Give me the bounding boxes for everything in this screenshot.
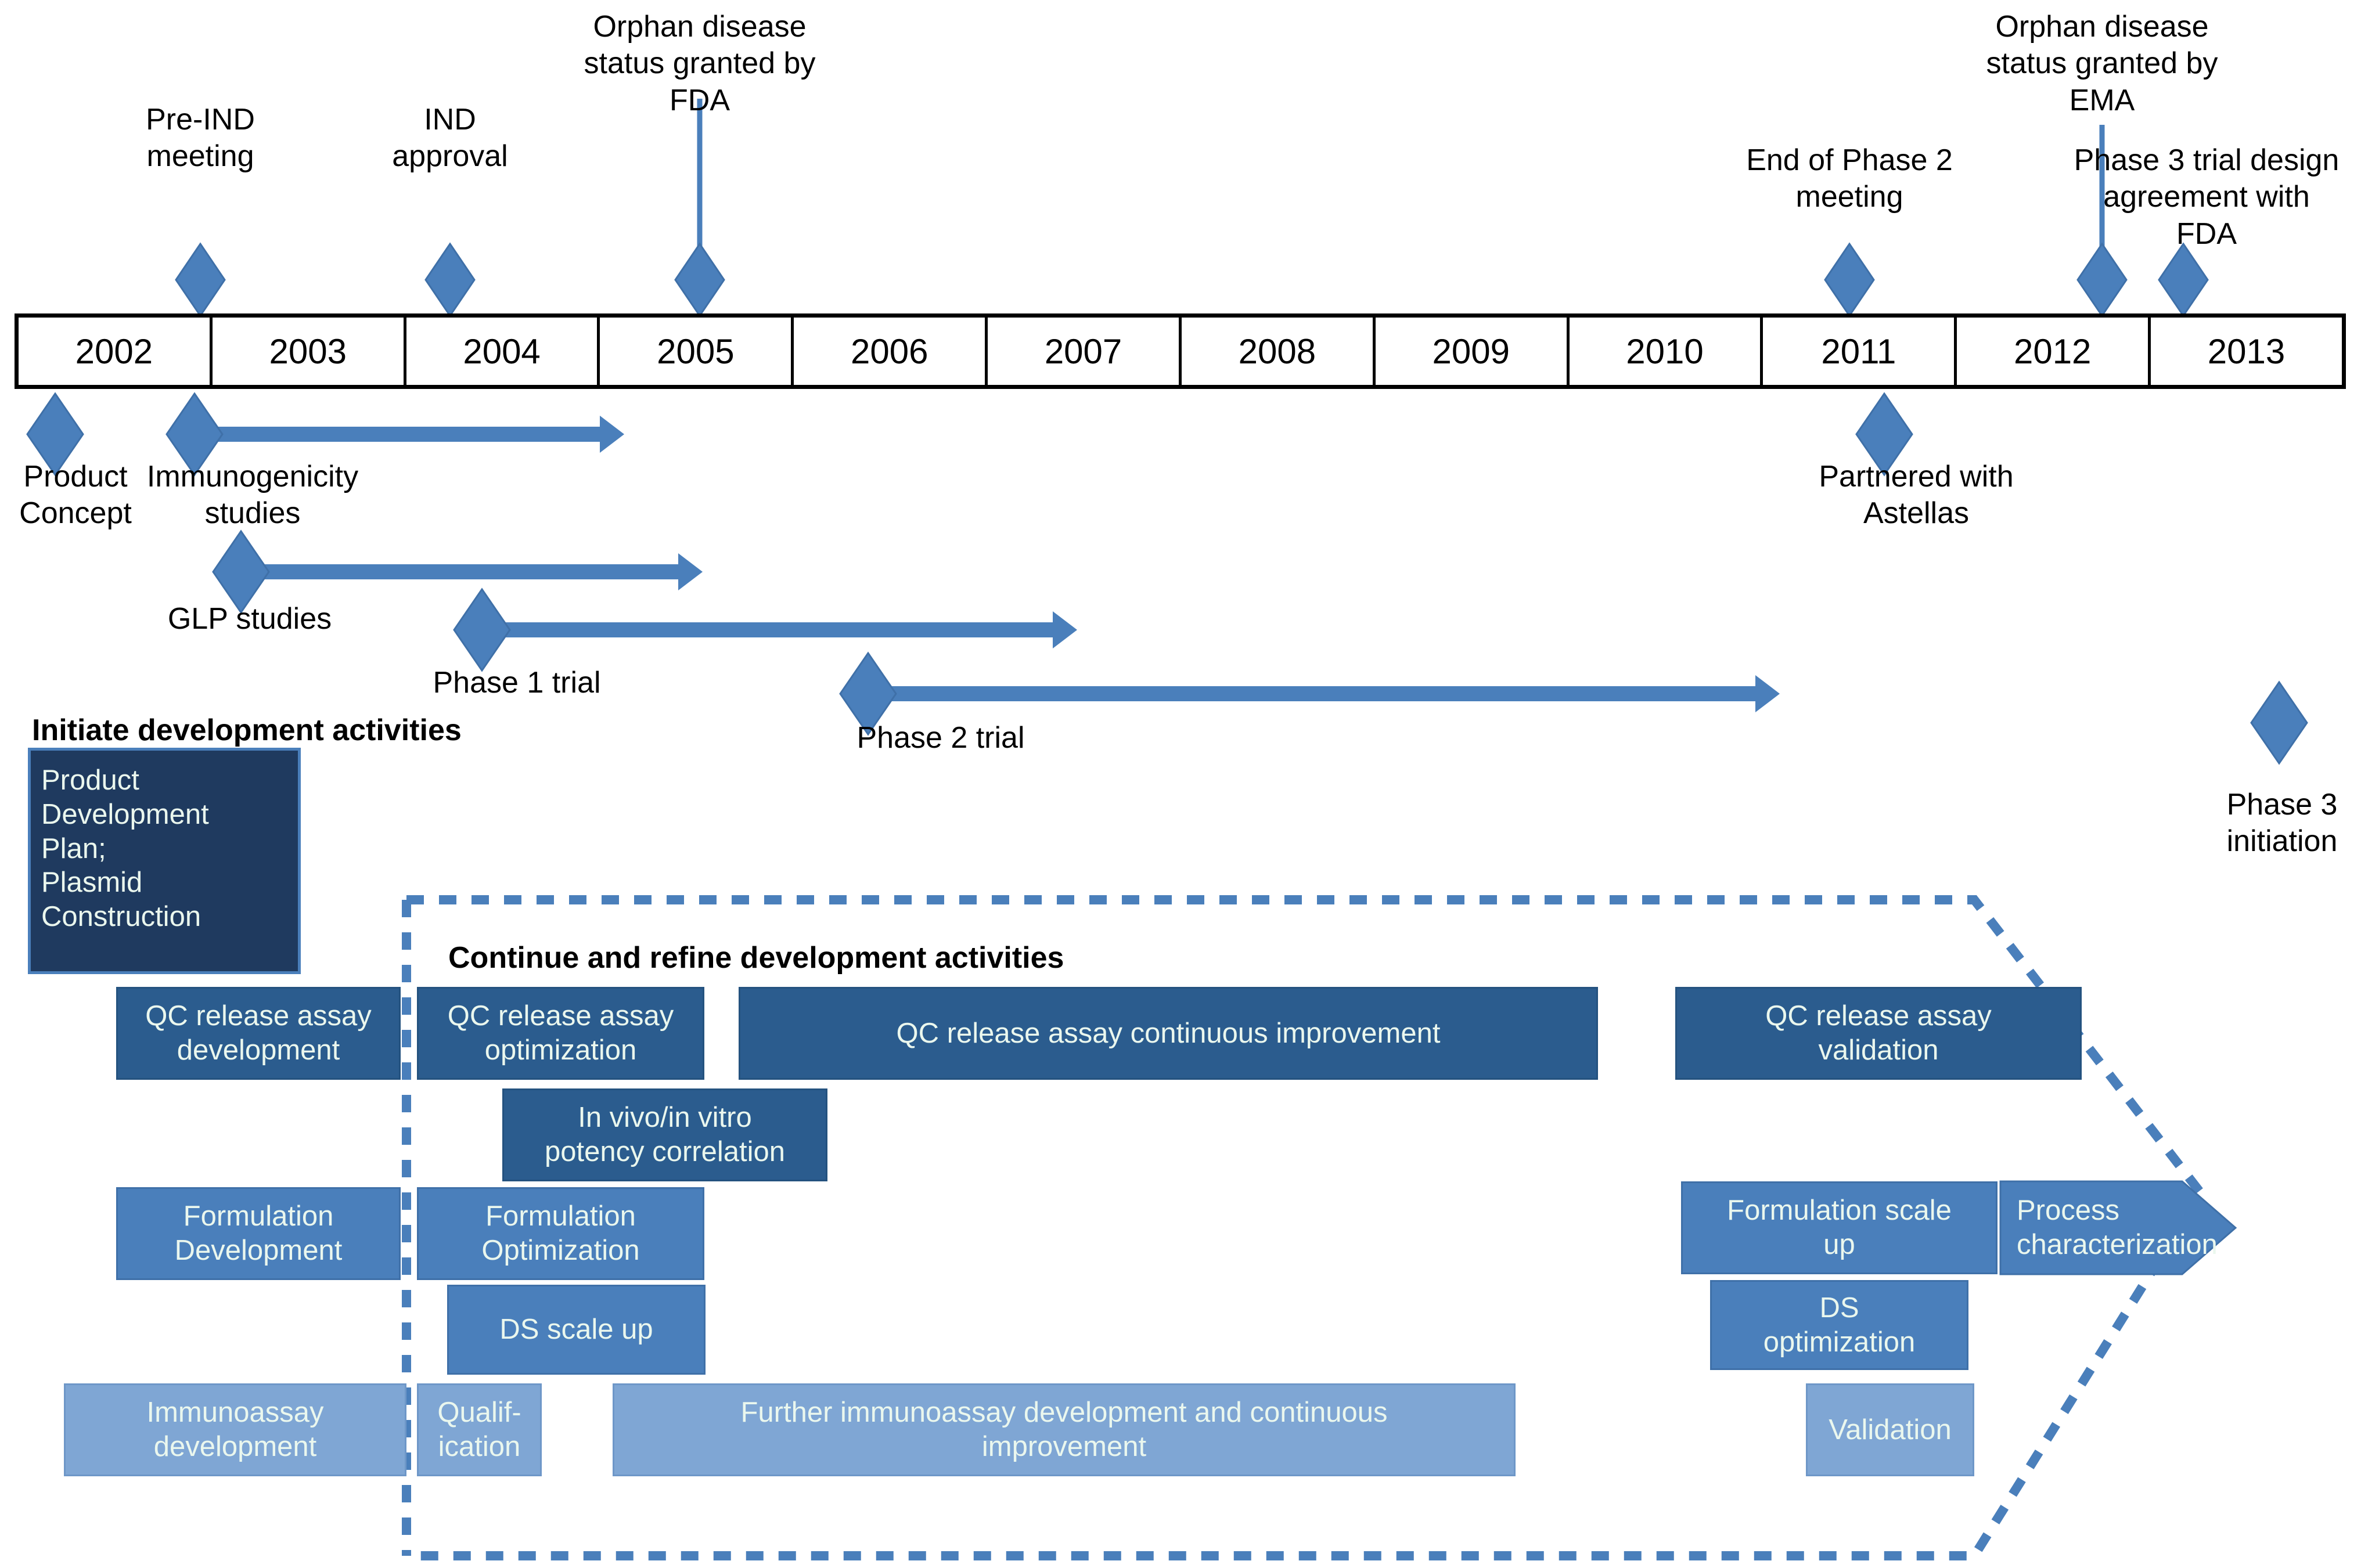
product-concept-label: Product Concept	[19, 460, 132, 531]
phase-3-initiation-label: Phase 3 initiation	[2226, 788, 2338, 859]
ind-approval-label: IND approval	[392, 103, 508, 174]
header-initiate-development-activities: Initiate development activities	[32, 713, 462, 747]
pre-ind-meeting-diamond[interactable]	[175, 242, 226, 318]
year-label: 2010	[1626, 331, 1704, 371]
year-cell-2013[interactable]: 2013	[2151, 318, 2342, 385]
year-axis: 2002 2003 2004 2005 2006 2007 2008 2009 2010 2011…	[15, 313, 2346, 389]
year-cell-2010[interactable]: 2010	[1570, 318, 1763, 385]
ds-scale-up[interactable]: DS scale up	[447, 1285, 706, 1375]
formulation-optimization[interactable]: Formulation Optimization	[417, 1187, 704, 1280]
year-cell-2011[interactable]: 2011	[1763, 318, 1957, 385]
ind-approval-diamond[interactable]	[424, 242, 476, 318]
phase-1-trial-label: Phase 1 trial	[433, 666, 601, 700]
year-label: 2013	[2207, 331, 2286, 371]
year-label: 2009	[1432, 331, 1510, 371]
immunogenicity-studies-label: Immunogenicity studies	[146, 460, 359, 531]
phase-3-trial-design-fda-diamond[interactable]	[2158, 242, 2209, 318]
year-label: 2004	[463, 331, 541, 371]
year-cell-2004[interactable]: 2004	[406, 318, 600, 385]
year-label: 2003	[269, 331, 347, 371]
year-cell-2009[interactable]: 2009	[1376, 318, 1570, 385]
orphan-disease-ema-diamond[interactable]	[2076, 242, 2128, 318]
immunogenicity-studies-arrow-head	[600, 416, 624, 453]
orphan-disease-fda-diamond[interactable]	[674, 242, 725, 318]
glp-studies-diamond[interactable]	[212, 529, 270, 614]
qc-release-assay-optimization[interactable]: QC release assay optimization	[417, 987, 704, 1080]
qc-release-assay-validation[interactable]: QC release assay validation	[1675, 987, 2082, 1080]
phase-1-trial-arrow-head	[1053, 611, 1077, 648]
year-label: 2002	[75, 331, 153, 371]
phase-2-trial-arrow-head	[1755, 675, 1780, 712]
immunoassay-development[interactable]: Immunoassay development	[64, 1383, 406, 1476]
validation[interactable]: Validation	[1806, 1383, 1974, 1476]
year-label: 2011	[1821, 331, 1896, 371]
phase-3-initiation-diamond[interactable]	[2250, 680, 2308, 765]
process-characterization-chevron: Process characterization	[1999, 1180, 2237, 1275]
year-cell-2003[interactable]: 2003	[213, 318, 406, 385]
header-continue-refine-development-activities: Continue and refine development activiti…	[448, 941, 1064, 975]
qc-release-assay-development[interactable]: QC release assay development	[116, 987, 401, 1080]
year-cell-2012[interactable]: 2012	[1957, 318, 2151, 385]
further-immunoassay-development[interactable]: Further immunoassay development and cont…	[613, 1383, 1516, 1476]
year-cell-2008[interactable]: 2008	[1182, 318, 1376, 385]
in-vivo-in-vitro-potency-correlation[interactable]: In vivo/in vitro potency correlation	[502, 1088, 827, 1181]
partnered-with-astellas-label: Partnered with Astellas	[1819, 460, 2014, 531]
year-label: 2006	[850, 331, 928, 371]
process-characterization-label: Process characterization	[2017, 1195, 2218, 1260]
glp-studies-label: GLP studies	[167, 602, 332, 636]
year-label: 2007	[1044, 331, 1122, 371]
phase-1-trial-diamond[interactable]	[453, 587, 511, 672]
year-cell-2007[interactable]: 2007	[988, 318, 1182, 385]
orphan-disease-fda-label: Orphan disease status granted by FDA	[584, 10, 816, 117]
year-cell-2006[interactable]: 2006	[794, 318, 988, 385]
end-of-phase-2-meeting-diamond[interactable]	[1824, 242, 1875, 318]
end-of-phase-2-meeting-label: End of Phase 2 meeting	[1746, 143, 1953, 214]
year-cell-2002[interactable]: 2002	[19, 318, 213, 385]
formulation-scale-up[interactable]: Formulation scale up	[1681, 1181, 1998, 1274]
year-label: 2005	[657, 331, 735, 371]
year-label: 2008	[1238, 331, 1316, 371]
phase-2-trial-label: Phase 2 trial	[856, 721, 1025, 755]
formulation-development[interactable]: Formulation Development	[116, 1187, 401, 1280]
orphan-disease-ema-label: Orphan disease status granted by EMA	[1986, 10, 2218, 117]
product-development-plan-box: Product Development Plan; Plasmid Constr…	[28, 748, 301, 974]
glp-studies-arrow-head	[678, 553, 703, 590]
pre-ind-meeting-label: Pre-IND meeting	[146, 103, 255, 174]
year-label: 2012	[2013, 331, 2092, 371]
ds-optimization[interactable]: DS optimization	[1710, 1280, 1968, 1370]
year-cell-2005[interactable]: 2005	[600, 318, 794, 385]
chevron-shape	[1999, 1180, 2237, 1275]
qualification[interactable]: Qualif- ication	[417, 1383, 542, 1476]
phase-3-trial-design-fda-label: Phase 3 trial design agreement with FDA	[2074, 143, 2340, 251]
qc-release-assay-continuous-improvement[interactable]: QC release assay continuous improvement	[739, 987, 1598, 1080]
